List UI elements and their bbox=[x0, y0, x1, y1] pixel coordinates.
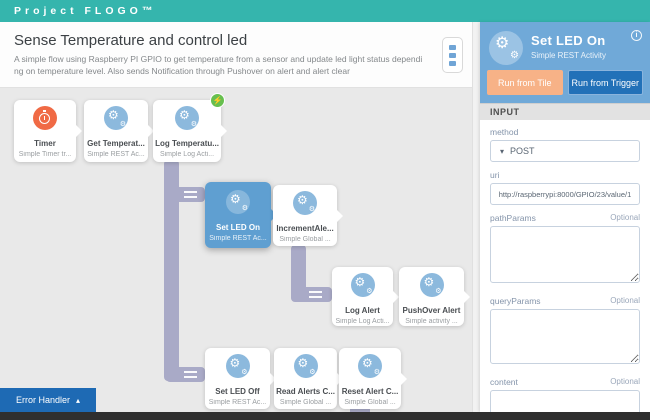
flow-node-pushover-alert[interactable]: PushOver Alert Simple activity ... bbox=[399, 267, 470, 326]
pathparams-optional-badge: Optional bbox=[610, 213, 640, 222]
flow-description-line2: ng on temperature level. Also sends Noti… bbox=[14, 65, 350, 76]
activity-panel-header: Set LED On Simple REST Activity Run from… bbox=[480, 22, 650, 103]
node-subtitle: Simple REST Ac... bbox=[208, 399, 267, 406]
activity-subtitle: Simple REST Activity bbox=[531, 51, 606, 60]
gear-icon bbox=[226, 190, 250, 214]
flow-description-line1: A simple flow using Raspberry PI GPIO to… bbox=[14, 54, 423, 64]
connector-main-vertical bbox=[164, 160, 179, 381]
uri-input[interactable] bbox=[490, 183, 640, 205]
timer-glyph bbox=[39, 110, 50, 124]
pathparams-textarea[interactable] bbox=[490, 226, 640, 283]
connector-branch-log-alert bbox=[291, 287, 332, 302]
gear-icon bbox=[419, 273, 444, 297]
timer-icon bbox=[33, 106, 57, 130]
flow-node-reset-alert[interactable]: Reset Alert C... Simple Global ... bbox=[339, 348, 407, 409]
run-from-trigger-button[interactable]: Run from Trigger bbox=[567, 70, 643, 95]
flow-description: A simple flow using Raspberry PI GPIO to… bbox=[14, 54, 458, 77]
flow-node-get-temperature[interactable]: Get Temperat... Simple REST Ac... bbox=[84, 100, 154, 162]
branch-condition-icon[interactable] bbox=[184, 191, 197, 198]
node-subtitle: Simple REST Ac... bbox=[209, 235, 267, 242]
method-value: POST bbox=[510, 146, 535, 156]
input-form: method POST uri pathParams Optional bbox=[480, 120, 650, 420]
content-label: content bbox=[490, 377, 518, 387]
node-title: IncrementAle... bbox=[276, 224, 334, 233]
gear-icon bbox=[293, 354, 318, 378]
flow-node-set-led-off[interactable]: Set LED Off Simple REST Ac... bbox=[205, 348, 276, 409]
content-optional-badge: Optional bbox=[610, 377, 640, 386]
node-subtitle: Simple Log Acti... bbox=[335, 318, 390, 325]
node-title: Timer bbox=[34, 139, 56, 148]
node-title: Set LED Off bbox=[215, 387, 260, 396]
flow-header: Sense Temperature and control led A simp… bbox=[0, 22, 472, 88]
flow-node-read-alerts[interactable]: Read Alerts C... Simple Global ... bbox=[274, 348, 343, 409]
error-handler-button[interactable]: Error Handler bbox=[0, 388, 96, 412]
node-subtitle: Simple REST Ac... bbox=[87, 151, 145, 158]
flow-node-increment-alert[interactable]: IncrementAle... Simple Global ... bbox=[273, 185, 343, 246]
gear-icon bbox=[175, 106, 199, 130]
gear-icon bbox=[225, 354, 250, 378]
gear-icon bbox=[350, 273, 375, 297]
node-title: Log Alert bbox=[345, 306, 380, 315]
queryparams-label: queryParams bbox=[490, 296, 541, 306]
node-title: Log Temperatu... bbox=[155, 139, 219, 148]
flow-node-timer[interactable]: Timer Simple Timer tr... bbox=[14, 100, 82, 162]
node-subtitle: Simple activity ... bbox=[405, 318, 458, 325]
lightning-icon bbox=[210, 93, 225, 108]
run-from-tile-button[interactable]: Run from Tile bbox=[487, 70, 563, 95]
connector-branch-set-led-on bbox=[166, 187, 205, 202]
error-handler-label: Error Handler bbox=[15, 395, 70, 405]
flow-node-set-led-on[interactable]: Set LED On Simple REST Ac... bbox=[205, 182, 277, 248]
gear-icon bbox=[293, 191, 317, 215]
window-bottom-bar bbox=[0, 412, 650, 420]
chevron-down-icon bbox=[500, 146, 504, 156]
menu-dot-icon bbox=[449, 60, 456, 66]
node-subtitle: Simple Global ... bbox=[344, 399, 396, 406]
node-subtitle: Simple Log Acti... bbox=[159, 151, 215, 158]
node-subtitle: Simple Global ... bbox=[279, 399, 332, 406]
gear-icon bbox=[358, 354, 382, 378]
node-subtitle: Simple Global ... bbox=[279, 236, 331, 243]
input-section-header: INPUT bbox=[480, 103, 650, 120]
menu-dot-icon bbox=[449, 52, 456, 58]
activity-detail-panel: Set LED On Simple REST Activity Run from… bbox=[480, 22, 650, 420]
branch-condition-icon[interactable] bbox=[309, 291, 322, 298]
method-label: method bbox=[490, 127, 519, 137]
top-brand-bar: Project FLOGO™ bbox=[0, 0, 650, 22]
gear-icon bbox=[104, 106, 128, 130]
node-title: Reset Alert C... bbox=[341, 387, 399, 396]
caret-up-icon bbox=[76, 395, 80, 405]
menu-dot-icon bbox=[449, 44, 456, 50]
uri-label: uri bbox=[490, 170, 500, 180]
node-subtitle: Simple Timer tr... bbox=[18, 151, 72, 158]
gear-icon bbox=[489, 31, 523, 65]
canvas-scrollbar[interactable] bbox=[472, 22, 480, 412]
branch-condition-icon[interactable] bbox=[184, 371, 197, 378]
pathparams-label: pathParams bbox=[490, 213, 536, 223]
flow-canvas: Timer Simple Timer tr... Get Temperat...… bbox=[0, 88, 472, 412]
brand-logo: Project FLOGO™ bbox=[14, 5, 157, 17]
node-title: Set LED On bbox=[215, 223, 260, 232]
info-icon[interactable] bbox=[631, 30, 642, 41]
node-title: Read Alerts C... bbox=[276, 387, 335, 396]
flow-node-log-temperature[interactable]: Log Temperatu... Simple Log Acti... bbox=[153, 93, 227, 162]
method-select[interactable]: POST bbox=[490, 140, 640, 162]
activity-title: Set LED On bbox=[531, 33, 606, 48]
node-title: Get Temperat... bbox=[87, 139, 145, 148]
queryparams-textarea[interactable] bbox=[490, 309, 640, 364]
queryparams-optional-badge: Optional bbox=[610, 296, 640, 305]
flow-node-log-alert[interactable]: Log Alert Simple Log Acti... bbox=[332, 267, 399, 326]
flow-menu-button[interactable] bbox=[442, 37, 463, 73]
connector-branch-set-led-off bbox=[166, 367, 205, 382]
node-title: PushOver Alert bbox=[402, 306, 461, 315]
page-title: Sense Temperature and control led bbox=[14, 32, 248, 49]
